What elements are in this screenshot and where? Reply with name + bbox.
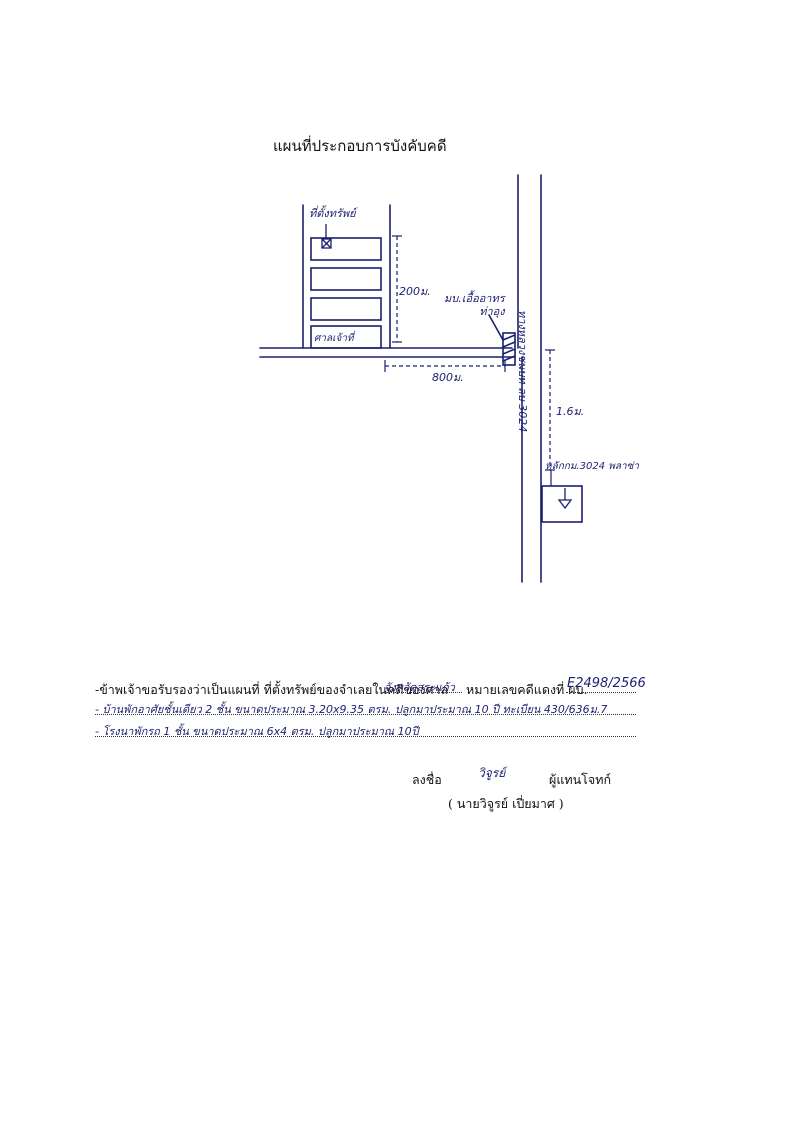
- signer-name: ( นายวิจูรย์ เปี่ยมาศ ): [448, 796, 564, 811]
- case-number: E2498/2566: [567, 676, 646, 691]
- shop-label: ศาลเจ้าที่: [314, 333, 354, 344]
- sign-label: ลงชื่อ: [412, 772, 442, 787]
- km-marker-box: [541, 485, 583, 523]
- signature: วิจูรย์: [478, 766, 506, 780]
- case-label: หมายเลขคดีแดงที่ ผบ.: [466, 682, 588, 697]
- signer-role: ผู้แทนโจทก์: [549, 772, 612, 787]
- kilometer-marker-label: หลักกม.3024 พลาซ่า: [545, 461, 639, 472]
- declaration-item-1: - บ้านพักอาศัยชั้นเดียว 2 ชั้น ขนาดประมา…: [95, 703, 608, 716]
- declaration-prefix: -ข้าพเจ้าขอรับรองว่าเป็นแผนที่ ที่ตั้งทร…: [95, 682, 449, 697]
- alley-label: มบ.เอื้ออาทร ท่าอุง: [444, 292, 505, 318]
- building-row-3: [310, 297, 382, 321]
- dim-vertical-right-label: 1.6ม.: [556, 405, 585, 418]
- building-row-1: [310, 237, 382, 261]
- property-location-label: ที่ตั้งทรัพย์: [309, 207, 356, 220]
- triangle-marker-icon: [557, 488, 573, 510]
- map-title: แผนที่ประกอบการบังคับคดี: [273, 137, 447, 155]
- dim-horizontal-label: 800ม.: [432, 371, 464, 384]
- court-name: จังหวัดสระแก้ว: [384, 681, 455, 694]
- dim-vertical-left-label: 200ม.: [399, 285, 431, 298]
- cross-marker-icon: [321, 224, 332, 249]
- building-row-2: [310, 267, 382, 291]
- road-name-label: ทางหลวงชนบท ลบ 3024: [516, 310, 529, 433]
- declaration-item-2: - โรงนาพักรถ 1 ชั้น ขนาดประมาณ 6x4 ตรม. …: [95, 725, 419, 738]
